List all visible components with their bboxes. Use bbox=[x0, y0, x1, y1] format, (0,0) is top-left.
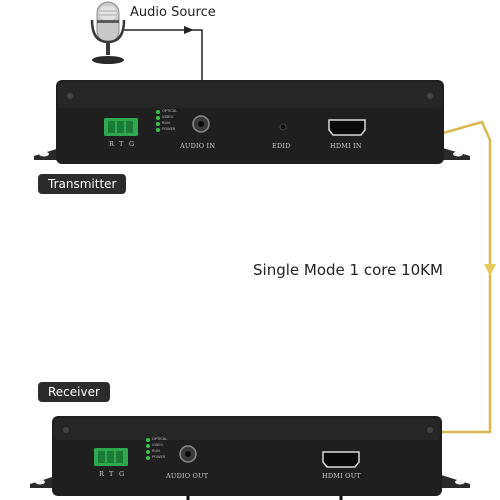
transmitter-terminal-r: R bbox=[109, 140, 115, 148]
transmitter-led-video: VIDEO bbox=[162, 115, 174, 119]
transmitter-terminal-g: G bbox=[129, 140, 135, 148]
arrow-right-icon bbox=[184, 26, 194, 34]
transmitter-led-run: RUN bbox=[162, 121, 170, 125]
receiver-terminal-g: G bbox=[119, 470, 125, 478]
transmitter-audio-in-label: AUDIO IN bbox=[180, 142, 216, 150]
receiver-led-optical: OPTICAL bbox=[152, 437, 168, 441]
receiver-device bbox=[30, 416, 470, 500]
receiver-terminal-t: T bbox=[109, 470, 114, 478]
receiver-led-power: POWER bbox=[152, 455, 166, 459]
microphone-icon bbox=[90, 1, 126, 64]
receiver-terminal-r: R bbox=[99, 470, 105, 478]
transmitter-led-power: POWER bbox=[162, 127, 176, 131]
transmitter-edid-label: EDID bbox=[272, 142, 291, 150]
transmitter-hdmi-in-label: HDMI IN bbox=[330, 142, 362, 150]
transmitter-device bbox=[34, 80, 470, 164]
receiver-led-video: VIDEO bbox=[152, 443, 164, 447]
receiver-title: Receiver bbox=[38, 382, 110, 402]
receiver-audio-out-label: AUDIO OUT bbox=[166, 472, 209, 480]
fiber-cable bbox=[435, 120, 496, 434]
fiber-link-label: Single Mode 1 core 10KM bbox=[253, 261, 443, 279]
transmitter-terminal-t: T bbox=[119, 140, 124, 148]
receiver-led-run: RUN bbox=[152, 449, 160, 453]
transmitter-led-optical: OPTICAL bbox=[162, 109, 178, 113]
receiver-hdmi-out-label: HDMI OUT bbox=[322, 472, 361, 480]
transmitter-title: Transmitter bbox=[38, 174, 127, 194]
arrow-down-icon bbox=[484, 264, 496, 276]
audio-source-label: Audio Source bbox=[130, 5, 216, 20]
